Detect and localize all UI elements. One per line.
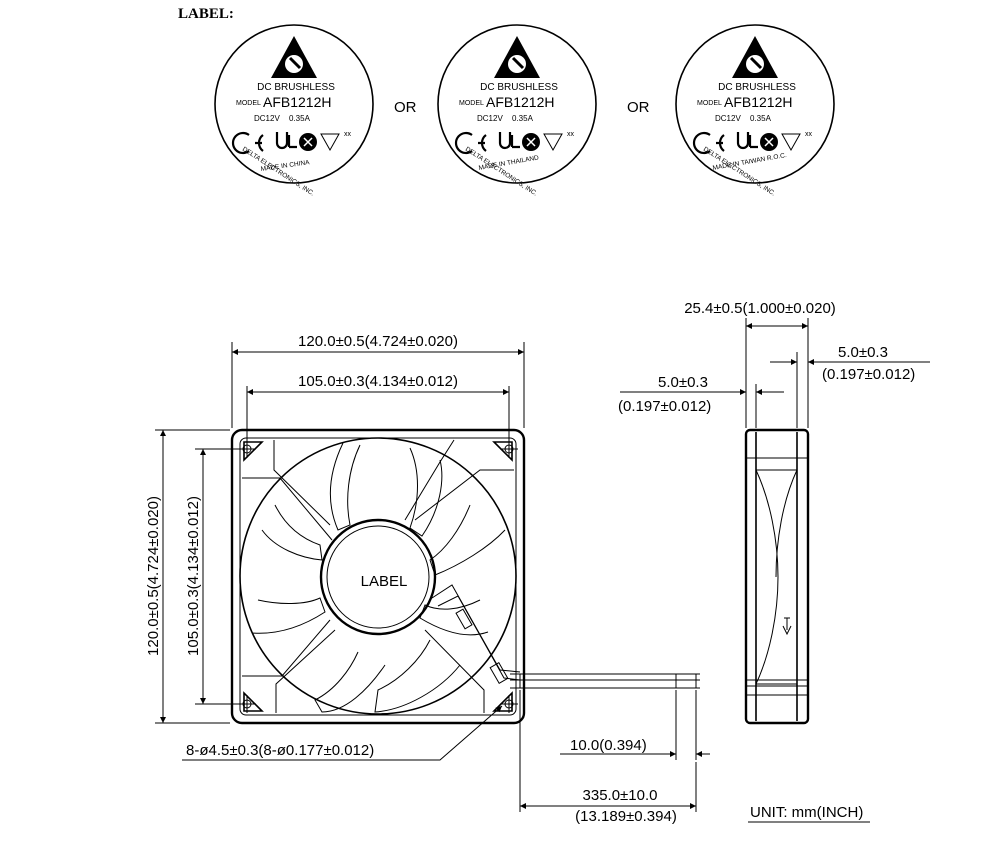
label-rating-a: 0.35A bbox=[750, 114, 772, 123]
front-view: LABEL bbox=[230, 428, 700, 725]
or-text-2: OR bbox=[627, 99, 650, 116]
fan-hub bbox=[319, 518, 437, 636]
label-rating-v: DC12V bbox=[715, 114, 741, 123]
unit-note: UNIT: mm(INCH) bbox=[750, 804, 863, 821]
or-text-1: OR bbox=[394, 99, 417, 116]
dim-hole-width: 105.0±0.3(4.134±0.012) bbox=[298, 373, 458, 390]
label-model-prefix: MODEL bbox=[697, 100, 722, 107]
label-disc-china: DC BRUSHLESS MODEL AFB1212H DC12V 0.35A … bbox=[213, 23, 375, 198]
dim-flange-left-mm: 5.0±0.3 bbox=[658, 374, 708, 391]
label-cert-extra: xx bbox=[805, 131, 813, 138]
dim-flange-right-mm: 5.0±0.3 bbox=[838, 344, 888, 361]
blade bbox=[429, 504, 506, 576]
label-rating-a: 0.35A bbox=[512, 114, 534, 123]
blade bbox=[329, 442, 361, 531]
fan-shroud bbox=[239, 437, 517, 715]
side-dimensions: 25.4±0.5(1.000±0.020) 5.0±0.3 (0.197±0.0… bbox=[618, 300, 930, 428]
label-model-prefix: MODEL bbox=[459, 100, 484, 107]
label-disc-taiwan: DC BRUSHLESS MODEL AFB1212H DC12V 0.35A … bbox=[674, 23, 836, 198]
dim-mount-holes: 8-ø4.5±0.3(8-ø0.177±0.012) bbox=[186, 742, 374, 759]
dim-lead-length-mm: 335.0±10.0 bbox=[583, 787, 658, 804]
dim-strip-length: 10.0(0.394) bbox=[570, 737, 647, 754]
hub-label: LABEL bbox=[361, 573, 408, 590]
blade bbox=[374, 639, 461, 713]
label-model: AFB1212H bbox=[486, 94, 554, 110]
side-view bbox=[744, 428, 810, 725]
label-disc-thailand: DC BRUSHLESS MODEL AFB1212H DC12V 0.35A … bbox=[436, 23, 598, 198]
dim-flange-right-in: (0.197±0.012) bbox=[822, 366, 915, 383]
blade bbox=[251, 597, 326, 634]
dim-depth: 25.4±0.5(1.000±0.020) bbox=[684, 300, 836, 317]
label-cert-extra: xx bbox=[344, 131, 352, 138]
dim-flange-left-in: (0.197±0.012) bbox=[618, 398, 711, 415]
label-model-prefix: MODEL bbox=[236, 100, 261, 107]
dim-hole-height: 105.0±0.3(4.134±0.012) bbox=[185, 496, 202, 656]
blade bbox=[409, 447, 443, 537]
dim-overall-width: 120.0±0.5(4.724±0.020) bbox=[298, 333, 458, 350]
label-rating-a: 0.35A bbox=[289, 114, 311, 123]
side-frame bbox=[744, 428, 810, 725]
front-dimensions: 120.0±0.5(4.724±0.020) 105.0±0.3(4.134±0… bbox=[145, 333, 710, 825]
label-line1: DC BRUSHLESS bbox=[480, 82, 558, 93]
fan-frame-outer bbox=[230, 428, 526, 725]
label-rating-v: DC12V bbox=[477, 114, 503, 123]
dim-lead-length-in: (13.189±0.394) bbox=[575, 808, 677, 825]
dim-overall-height: 120.0±0.5(4.724±0.020) bbox=[145, 496, 162, 656]
label-cert-extra: xx bbox=[567, 131, 575, 138]
label-rating-v: DC12V bbox=[254, 114, 280, 123]
label-origin: MADE IN THAILAND bbox=[478, 154, 540, 172]
blade bbox=[261, 504, 323, 561]
label-model: AFB1212H bbox=[263, 94, 331, 110]
label-line1: DC BRUSHLESS bbox=[257, 82, 335, 93]
label-heading: LABEL: bbox=[178, 6, 234, 22]
blade bbox=[314, 651, 386, 713]
blade bbox=[419, 599, 489, 636]
label-model: AFB1212H bbox=[724, 94, 792, 110]
label-line1: DC BRUSHLESS bbox=[718, 82, 796, 93]
